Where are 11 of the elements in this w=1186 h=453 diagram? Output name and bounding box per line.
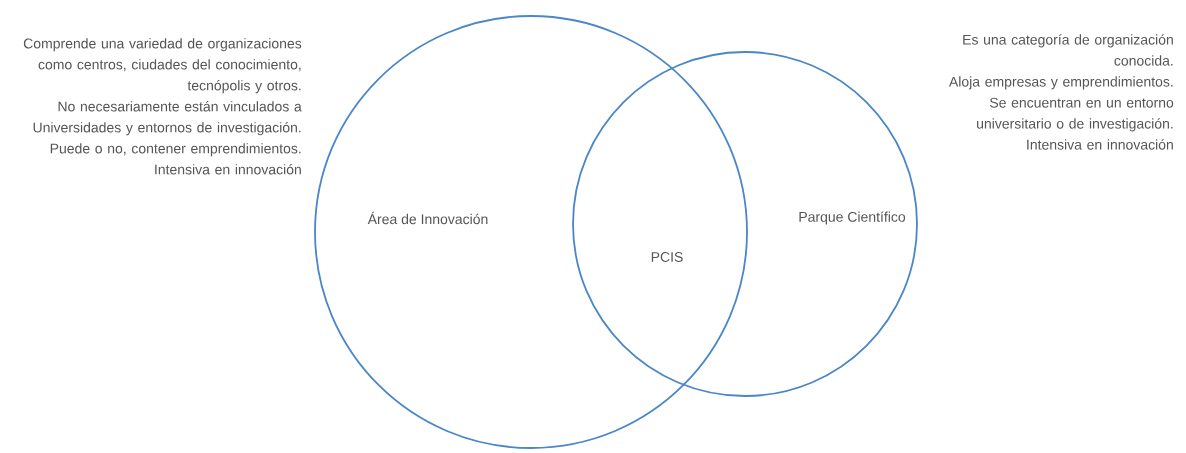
description-text: Puede o no, contener emprendimientos. xyxy=(50,143,301,157)
description-text: Intensiva en innovación xyxy=(155,164,301,175)
description-text: Es una categoría de organización conocida. xyxy=(963,34,1173,66)
description-text: Aloja empresas y emprendimientos. xyxy=(948,76,1173,90)
description-text: Comprende una variedad de organizaciones como centros, ciudades del conocimiento, tecnópolis y otros. xyxy=(23,38,302,94)
circle-label: Parque Científico xyxy=(799,211,906,225)
description-text: Se encuentran en un entorno universitario o de investigación. xyxy=(977,97,1174,132)
description-text: No necesariamente están vinculados a Universidades y entornos de investigación. xyxy=(33,101,302,136)
description-text: Intensiva en innovación xyxy=(1027,139,1173,150)
overlap-label: PCIS xyxy=(651,252,683,262)
circle-label: Área de Innovación xyxy=(367,211,488,225)
